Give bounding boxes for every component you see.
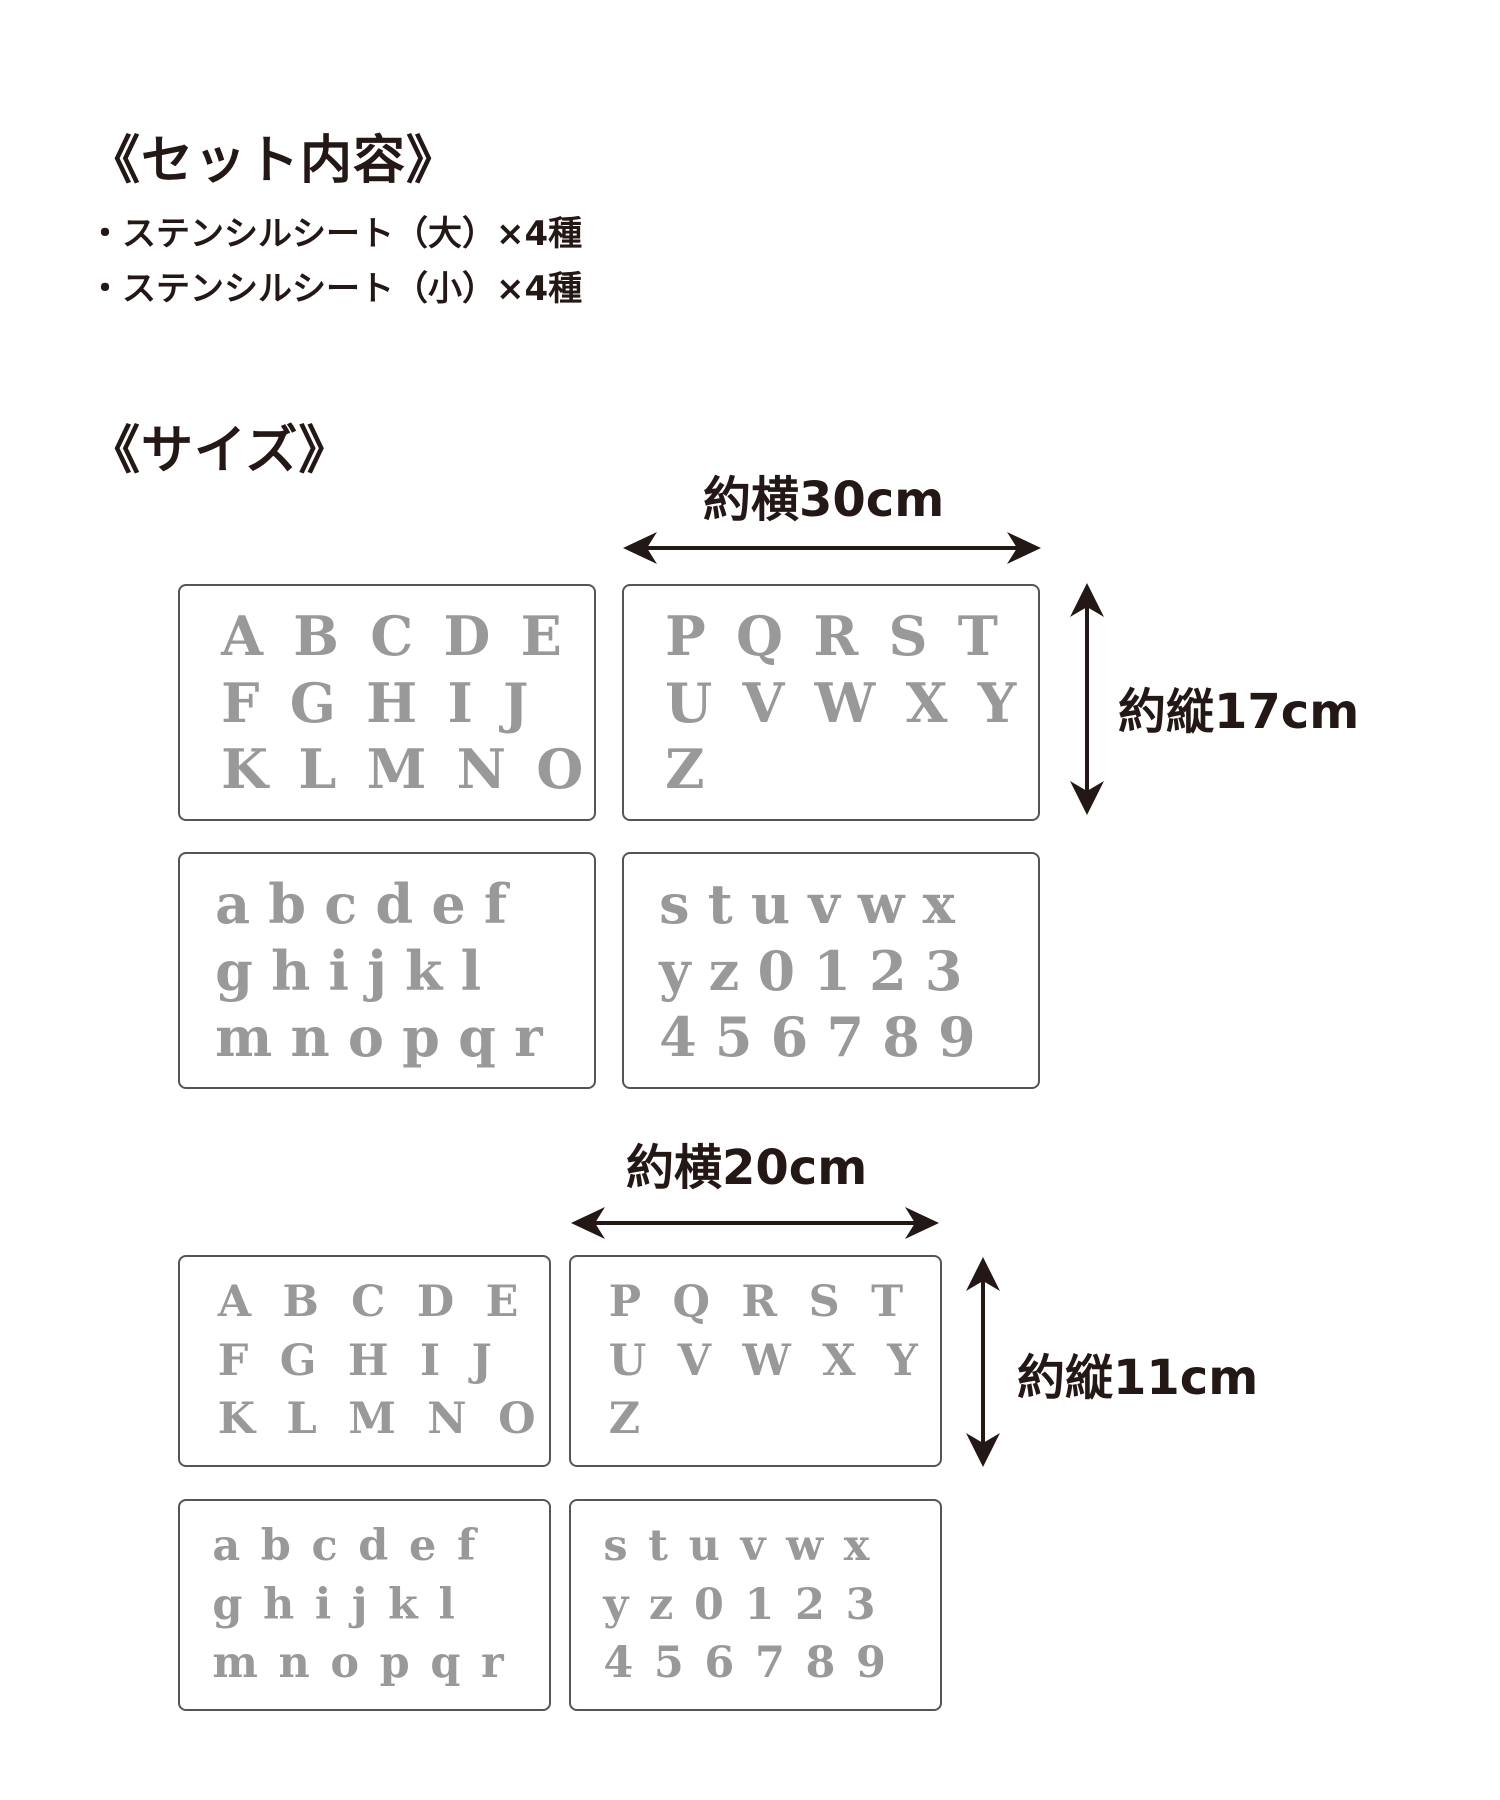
small-sheet-uppercase-p-z: PQRST UVWXY Z: [569, 1255, 942, 1467]
stencil-row: Z: [608, 1394, 672, 1445]
stencil-row: stuvwx: [659, 871, 974, 936]
stencil-row: ABCDE: [217, 1276, 550, 1327]
stencil-row: FGHIJ: [217, 1335, 524, 1386]
large-width-label: 約横30cm: [703, 472, 945, 528]
small-sheet-lowercase-a-r: abcdef ghijkl mnopqr: [178, 1499, 551, 1711]
large-height-arrow-icon: [1070, 583, 1104, 815]
small-width-arrow-icon: [571, 1207, 939, 1239]
stencil-row: KLMNO: [217, 1394, 567, 1445]
stencil-row: PQRST: [608, 1276, 935, 1327]
stencil-row: abcdef: [212, 1520, 497, 1571]
stencil-row: 456789: [603, 1638, 907, 1689]
set-contents-heading: 《セット内容》: [88, 131, 460, 191]
stencil-row: mnopqr: [215, 1005, 561, 1070]
stencil-row: yz0123: [603, 1579, 897, 1630]
stencil-row: FGHIJ: [221, 670, 559, 735]
stencil-row: UVWXY: [608, 1335, 950, 1386]
stencil-row: Z: [665, 737, 735, 802]
stencil-row: UVWXY: [665, 670, 1047, 735]
contents-item-small: ・ステンシルシート（小）×4種: [88, 269, 583, 309]
small-height-label: 約縦11cm: [1017, 1350, 1259, 1406]
small-width-label: 約横20cm: [626, 1140, 868, 1196]
small-sheet-lowercase-s-9: stuvwx yz0123 456789: [569, 1499, 942, 1711]
small-sheet-uppercase-a-o: ABCDE FGHIJ KLMNO: [178, 1255, 551, 1467]
large-width-arrow-icon: [623, 532, 1041, 564]
small-height-arrow-icon: [966, 1257, 1000, 1467]
size-heading: 《サイズ》: [88, 421, 352, 481]
stencil-row: PQRST: [665, 603, 1029, 668]
stencil-row: stuvwx: [603, 1520, 891, 1571]
large-sheet-uppercase-p-z: PQRST UVWXY Z: [622, 584, 1040, 821]
large-sheet-uppercase-a-o: ABCDE FGHIJ KLMNO: [178, 584, 596, 821]
large-sheet-lowercase-s-9: stuvwx yz0123 456789: [622, 852, 1040, 1089]
stencil-row: KLMNO: [221, 737, 614, 802]
large-sheet-lowercase-a-r: abcdef ghijkl mnopqr: [178, 852, 596, 1089]
stencil-row: abcdef: [215, 871, 526, 936]
stencil-row: mnopqr: [212, 1638, 525, 1689]
stencil-row: ghijkl: [212, 1579, 476, 1630]
stencil-row: 456789: [659, 1005, 994, 1070]
stencil-row: ghijkl: [215, 938, 500, 1003]
stencil-row: yz0123: [659, 938, 981, 1003]
large-height-label: 約縦17cm: [1118, 684, 1360, 740]
stencil-row: ABCDE: [221, 603, 593, 668]
contents-item-large: ・ステンシルシート（大）×4種: [88, 214, 583, 254]
